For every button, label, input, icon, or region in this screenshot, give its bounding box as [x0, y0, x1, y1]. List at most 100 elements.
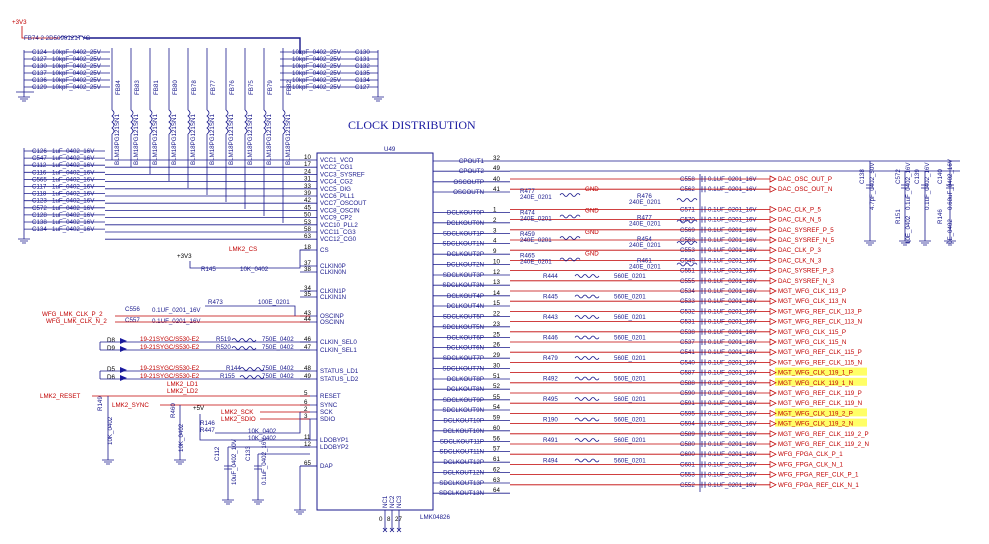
cap-val-mid: 1uF_0402_16V [52, 169, 95, 176]
right-pin-name: CPOUT1 [459, 158, 485, 165]
vcc-pin-num: 63 [304, 233, 311, 240]
bypass-val: 10E_0402 [905, 215, 912, 244]
series-resistor-zigzag [574, 274, 600, 278]
right-pin-name: SDCLKOUT3P [443, 272, 484, 279]
right-pin-name: SDCLKOUT9N [442, 407, 484, 414]
series-resistor-zigzag [574, 315, 600, 319]
left-pin-num: 11 [304, 434, 311, 441]
right-pin-num: 40 [493, 176, 500, 183]
r473-val: 100E_0201 [258, 299, 290, 306]
right-pin-name: DCLKOUT10N [443, 428, 484, 435]
cap-val-top-left: 10kpF_0402_25V [52, 70, 102, 77]
net-port-arrow [769, 246, 777, 254]
cap-val-mid: 1uF_0402_16V [52, 219, 95, 226]
term-resistor-zigzag [676, 219, 698, 224]
output-cap-ref: C588 [680, 380, 695, 387]
output-cap-val: 0.1UF_0201_16V [708, 288, 757, 295]
cap-val-top-right: 10kpF_0402_25V [292, 70, 342, 77]
bypass-low-wires [869, 206, 951, 236]
cap-ref-mid: C128 [32, 212, 47, 219]
bypass-cap-plates [901, 184, 909, 189]
ground-symbol [18, 92, 30, 102]
series-resistor-zigzag [574, 417, 600, 422]
left-pin-num: 43 [304, 310, 311, 317]
r145-val: 10K_0402 [240, 266, 269, 273]
right-pin-num: 2 [493, 217, 497, 224]
series-resistor-zigzag [574, 458, 600, 463]
right-pin-num: 9 [493, 248, 497, 255]
led-part-2: 19-21SYGC/S530-E2 [140, 344, 200, 351]
output-cap-ref: C551 [680, 268, 695, 275]
right-pin-name: DCLKOUT12P [443, 459, 484, 466]
right-pin-name: SDCLKOUT5P [443, 314, 484, 321]
output-cap-val: 0.1UF_0201_16V [708, 400, 757, 407]
right-pin-num: 56 [493, 435, 500, 442]
right-pin-num: 25 [493, 331, 500, 338]
cap-ref-mid: C123 [32, 198, 47, 205]
right-pin-name: OSCOUTN [453, 189, 484, 196]
term-resistor-ref: R459 [520, 231, 535, 238]
cap-ref-mid: C126 [32, 148, 47, 155]
cap-ref-mid: C134 [32, 226, 47, 233]
right-pin-num: 32 [493, 155, 500, 162]
output-cap-ref: C600 [680, 451, 695, 458]
output-net-label: MGT_WFG_REF_CLK_119_P [778, 390, 862, 397]
net-port-arrow [769, 358, 777, 366]
net-port-arrow [769, 297, 777, 305]
output-net-label: MGT_WFG_REF_CLK_115_P [778, 349, 862, 356]
output-cap-ref: C590 [680, 390, 695, 397]
cap-ref-top-left: C129 [32, 84, 47, 91]
output-net-label: DAC_SYSREF_N_3 [778, 278, 835, 285]
left-pin-num: 2 [304, 406, 308, 413]
dap-wire [299, 465, 317, 505]
net-port-arrow [769, 440, 777, 448]
output-cap-ref: C537 [680, 339, 695, 346]
series-resistor-zigzag [574, 294, 600, 299]
right-pin-name: DCLKOUT0N [447, 220, 484, 227]
right-pin-num: 55 [493, 394, 500, 401]
vcc-pin-name: VCC4_CG2 [320, 179, 353, 186]
series-resistor-zigzag [574, 335, 600, 340]
ground-symbol [944, 236, 956, 246]
wfg-clk-n-net: WFG_LMK_CLK_N_2 [46, 318, 107, 325]
led-wires [99, 341, 310, 380]
bypass-cap-plates [921, 184, 929, 189]
output-cap-val: 0.1UF_0201_16V [708, 390, 757, 397]
vcc-pin-num: 24 [304, 168, 311, 175]
term-resistor-zigzag [676, 198, 698, 202]
cap-val-top-right: 10kpF_0402_25V [292, 77, 342, 84]
power-rail-wire [21, 26, 60, 39]
term-resistor-val: 240E_0201 [520, 259, 552, 266]
vcc-pin-name: VCC6_PLL1 [320, 193, 355, 200]
nc-pin-label: NC2 [389, 495, 396, 508]
series-resistor-ref: R190 [543, 417, 558, 424]
output-cap-val: 0.1UF_0201_16V [708, 461, 757, 468]
output-cap-val: 0.1UF_0201_16V [708, 339, 757, 346]
series-resistor-val: 560E_0201 [614, 458, 646, 465]
c112-val: 10uF_0402_10V [231, 438, 238, 485]
c133-val: 0.1uF_0402_16V [261, 437, 268, 485]
term-resistor-zigzag [559, 257, 581, 262]
ferrite-coil [244, 109, 248, 135]
right-pin-name: SDCLKOUT11P [440, 438, 484, 445]
right-pin-name: DCLKOUT4P [447, 293, 484, 300]
left-pin-name: STATUS_LD2 [320, 376, 359, 383]
term-resistor-zigzag [559, 193, 581, 197]
cs-pullup-wire [189, 249, 310, 269]
left-pin-name: CLKIN1P [320, 288, 346, 295]
left-pin-name: CLKIN0N [320, 269, 346, 276]
highlight-box [775, 418, 867, 427]
net-port-arrow [769, 460, 777, 468]
output-cap-symbol [701, 451, 706, 458]
output-cap-ref: C553 [680, 247, 695, 254]
term-resistor-ref: R465 [520, 253, 535, 260]
bypass-val: 0.1uF_0402_16V [924, 162, 931, 210]
left-pin-num: 34 [304, 285, 311, 292]
output-cap-ref: C558 [680, 176, 695, 183]
output-cap-symbol [701, 206, 706, 213]
led-resistor-symbols [231, 338, 265, 379]
output-cap-symbol [701, 318, 706, 325]
output-cap-symbol [701, 471, 706, 478]
ferrite-part: BLM18PG121SN1 [114, 114, 121, 165]
r447-val: 10K_0402 [248, 435, 277, 442]
